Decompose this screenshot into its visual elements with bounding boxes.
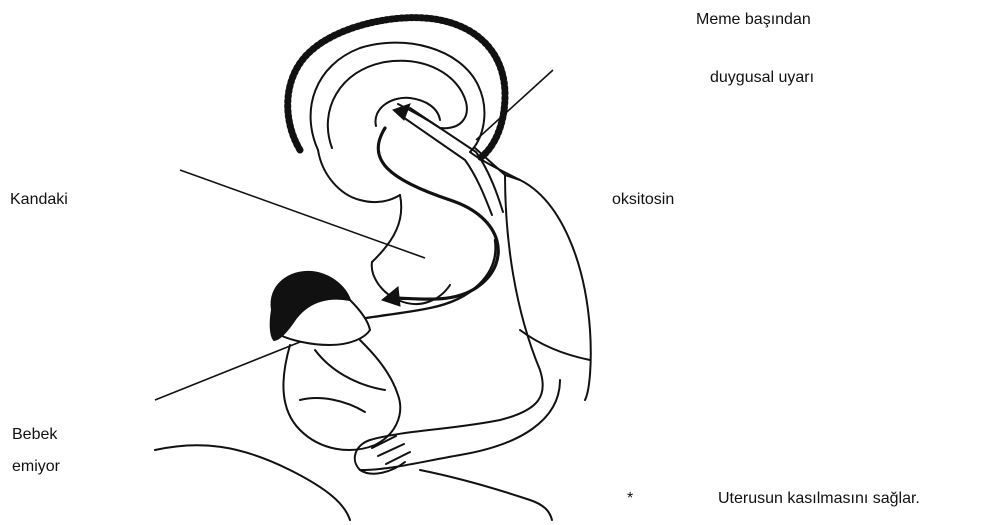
mother-arm [370, 175, 543, 440]
baby-figure [271, 272, 401, 450]
head-outline [311, 43, 485, 152]
label-nipple-stimulus-line2: duygusal uyarı [710, 68, 814, 88]
mother-leg [420, 470, 552, 520]
mother-forearm [360, 380, 560, 470]
oxytocin-arrow-head [382, 287, 400, 306]
label-oxytocin: oksitosin [612, 190, 674, 210]
mother-face [318, 150, 400, 202]
label-baby-line2: emiyor [12, 457, 60, 477]
baby-blanket-fold [300, 398, 365, 412]
pointer-line-nipple-stimulus [476, 70, 553, 140]
mother-fingers [372, 436, 410, 464]
label-asterisk: * [627, 489, 633, 509]
label-baby-line1: Bebek [12, 425, 57, 445]
mother-neck [372, 195, 401, 262]
baby-blanket [283, 340, 400, 450]
label-uterus-contraction: Uterusun kasılmasını sağlar. [718, 489, 920, 509]
mother-figure [155, 18, 591, 520]
mother-collar [475, 148, 520, 180]
signal-pathway [366, 104, 503, 318]
milk-ejection-pathway [366, 240, 496, 318]
label-nipple-stimulus-line1: Meme başından [696, 10, 811, 30]
mother-lap [155, 445, 350, 520]
label-blood: Kandaki [10, 190, 68, 210]
hair-outline [288, 18, 505, 158]
pointer-line-baby-sucking [155, 342, 300, 400]
baby-hair [271, 272, 350, 340]
brain-section [328, 61, 467, 148]
